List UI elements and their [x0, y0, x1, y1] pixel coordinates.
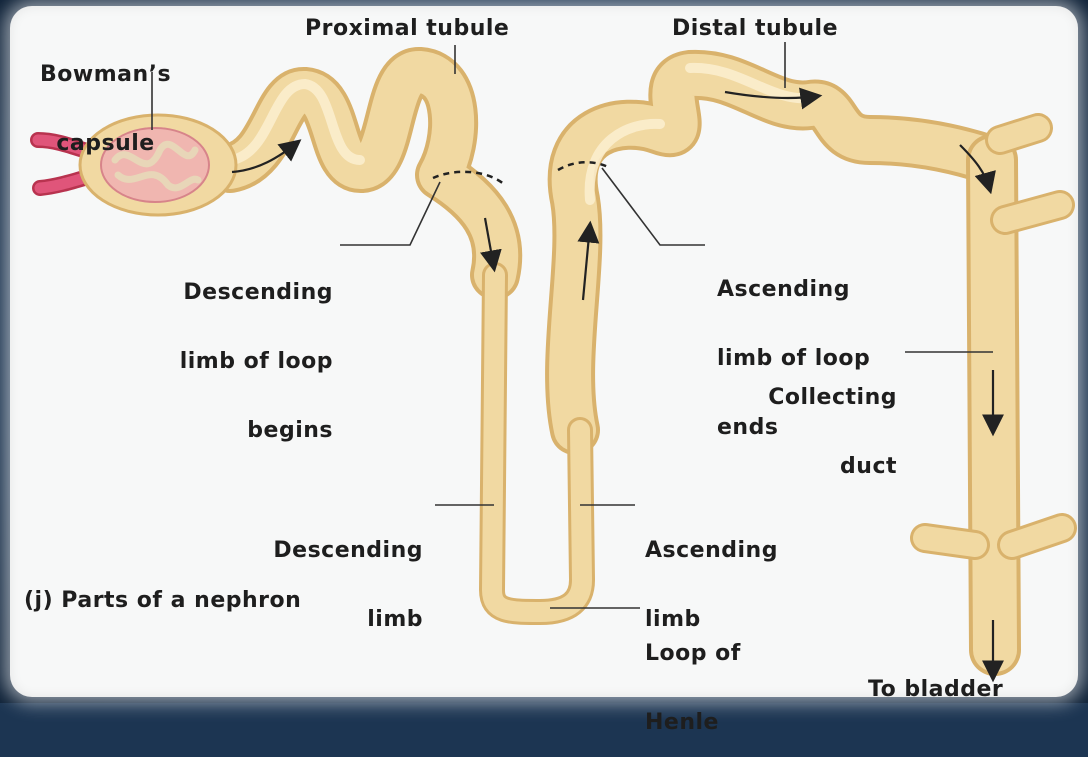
label-line: Descending: [185, 539, 423, 562]
label-line: Bowman’s: [40, 63, 171, 86]
label-line: duct: [690, 455, 897, 478]
bowmans-capsule-label: Bowman’s capsule: [40, 17, 171, 178]
label-line: Collecting: [690, 386, 897, 409]
proximal-tubule-label: Proximal tubule: [305, 17, 509, 40]
label-line: Loop of: [645, 642, 741, 665]
to-bladder-label: To bladder: [868, 678, 1003, 701]
label-line: capsule: [40, 132, 171, 155]
descending-limb-label: Descending limb: [185, 493, 423, 654]
figure-caption: (j) Parts of a nephron: [24, 589, 301, 612]
descending-limb-begins-label: Descending limb of loop begins: [95, 235, 333, 465]
label-line: Ascending: [717, 278, 870, 301]
label-line: begins: [95, 419, 333, 442]
label-line: Ascending: [645, 539, 778, 562]
label-line: Henle: [645, 711, 741, 734]
loop-of-henle-label: Loop of Henle: [645, 596, 741, 757]
distal-tubule-label: Distal tubule: [672, 17, 838, 40]
collecting-duct-label: Collecting duct: [690, 340, 897, 501]
label-line: limb of loop: [95, 350, 333, 373]
label-line: Descending: [95, 281, 333, 304]
